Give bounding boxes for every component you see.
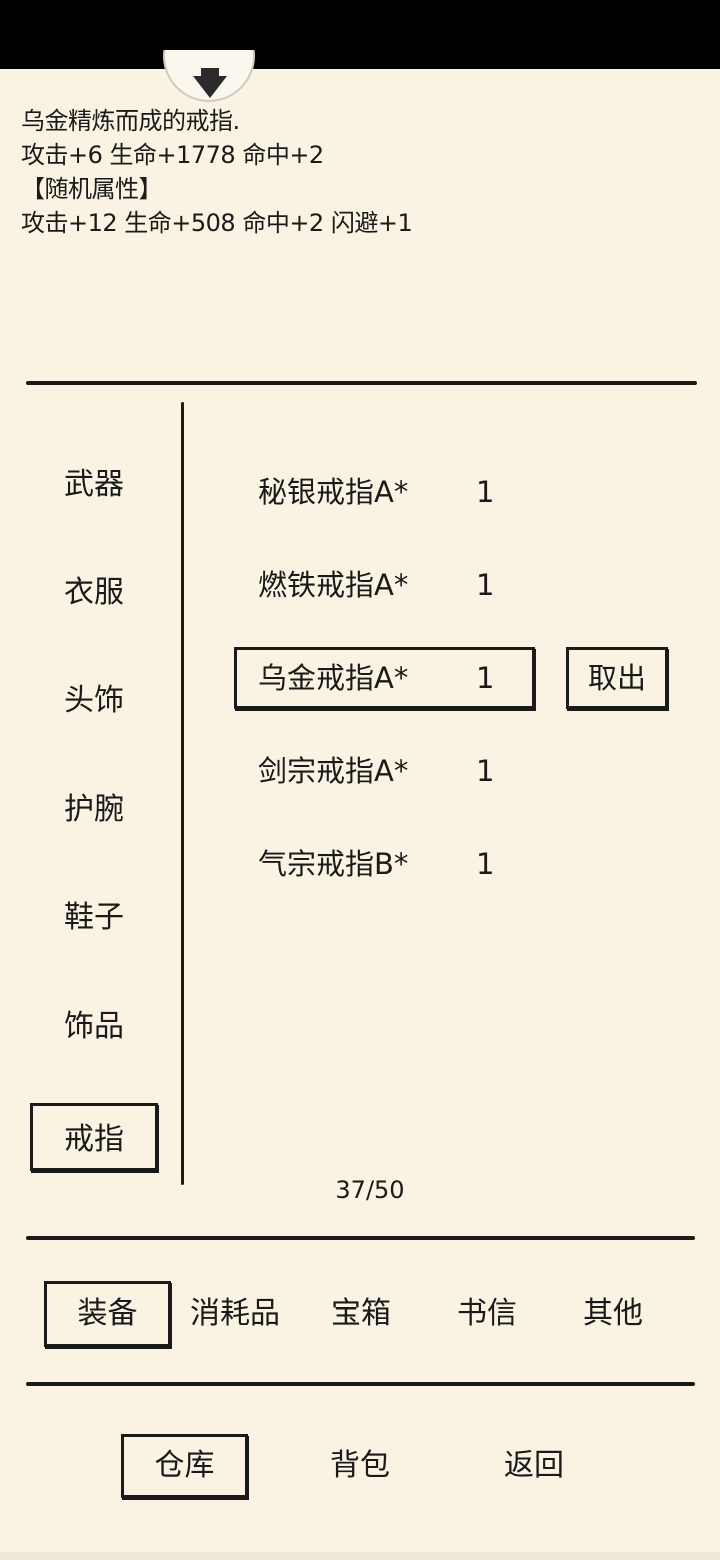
tab-letters[interactable]: 书信	[457, 1296, 517, 1331]
page-count: 37/50	[335, 1176, 405, 1204]
nav-backpack[interactable]: 背包	[330, 1448, 390, 1483]
item-quantity: 1	[476, 754, 495, 788]
item-description: 乌金精炼而成的戒指. 攻击+6 生命+1778 命中+2 【随机属性】 攻击+1…	[21, 104, 413, 240]
category-weapon[interactable]: 武器	[64, 467, 124, 502]
item-quantity: 1	[476, 661, 495, 695]
list-item-selected[interactable]: 乌金戒指A* 1	[234, 647, 535, 709]
random-attr-header: 【随机属性】	[21, 175, 163, 203]
item-quantity: 1	[476, 568, 495, 602]
pull-down-handle[interactable]	[163, 50, 257, 104]
tab-other[interactable]: 其他	[583, 1296, 643, 1331]
chevron-down-icon	[193, 68, 227, 98]
tab-consumables[interactable]: 消耗品	[190, 1296, 280, 1331]
divider-vertical	[181, 402, 184, 1185]
category-shoes[interactable]: 鞋子	[64, 900, 124, 935]
nav-back[interactable]: 返回	[504, 1448, 564, 1483]
list-item[interactable]: 剑宗戒指A* 1	[234, 740, 535, 802]
item-random-stats: 攻击+12 生命+508 命中+2 闪避+1	[21, 209, 413, 237]
tab-chests[interactable]: 宝箱	[331, 1296, 391, 1331]
item-quantity: 1	[476, 475, 495, 509]
item-name: 乌金戒指A*	[258, 661, 409, 695]
list-item[interactable]: 燃铁戒指A* 1	[234, 554, 535, 616]
bottom-strip	[0, 1552, 720, 1560]
nav-warehouse[interactable]: 仓库	[121, 1434, 248, 1498]
list-item[interactable]: 秘银戒指A* 1	[234, 461, 535, 523]
take-out-button[interactable]: 取出	[566, 647, 668, 709]
category-bracer[interactable]: 护腕	[64, 792, 124, 827]
item-base-stats: 攻击+6 生命+1778 命中+2	[21, 141, 324, 169]
item-quantity: 1	[476, 847, 495, 881]
item-flavor-text: 乌金精炼而成的戒指.	[21, 107, 240, 135]
item-name: 剑宗戒指A*	[258, 754, 409, 788]
tab-equipment[interactable]: 装备	[44, 1281, 171, 1347]
list-item[interactable]: 气宗戒指B* 1	[234, 833, 535, 895]
category-ring[interactable]: 戒指	[30, 1103, 158, 1171]
category-accessory[interactable]: 饰品	[64, 1009, 124, 1044]
divider-top	[26, 381, 697, 385]
item-name: 燃铁戒指A*	[258, 568, 409, 602]
item-name: 秘银戒指A*	[258, 475, 409, 509]
category-headwear[interactable]: 头饰	[64, 683, 124, 718]
item-name: 气宗戒指B*	[258, 847, 409, 881]
category-clothes[interactable]: 衣服	[64, 575, 124, 610]
status-bar	[0, 0, 720, 69]
divider-bottom	[26, 1382, 695, 1386]
divider-middle	[26, 1236, 695, 1240]
